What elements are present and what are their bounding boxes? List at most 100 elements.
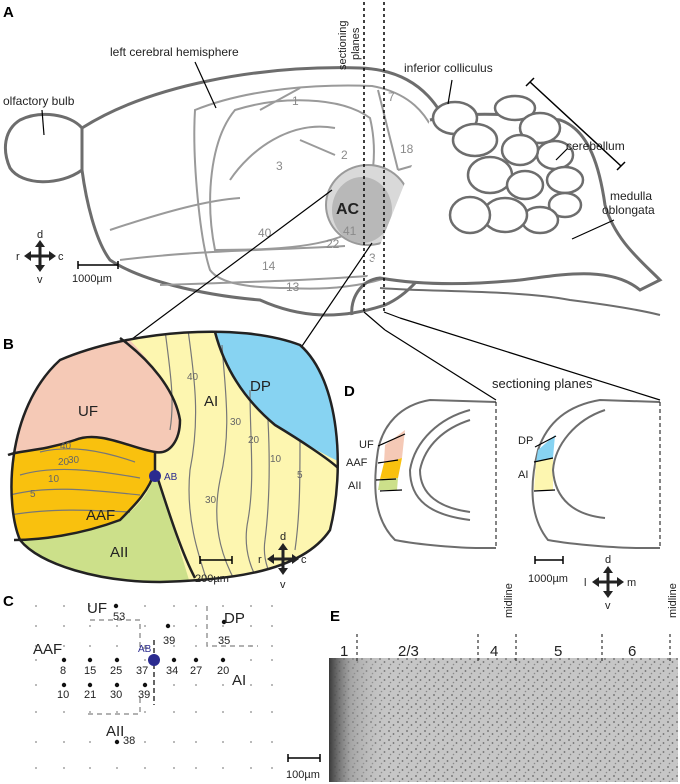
grid-point: [63, 711, 65, 713]
area-22: 22: [326, 237, 340, 251]
area-18: 18: [400, 142, 414, 156]
inferior-colliculus-label: inferior colliculus: [404, 61, 493, 75]
iso-aaf-10: 10: [48, 474, 60, 485]
scale-a-label: 1000µm: [72, 273, 112, 285]
iso-ai-30b: 30: [205, 495, 217, 506]
cerebellum-folia: [431, 94, 585, 235]
grid-point: [89, 625, 91, 627]
area-14: 14: [262, 259, 276, 273]
panel-a: A AC 1 2 3 7 18 36: [3, 2, 663, 401]
isofrequency-lines: [11, 331, 301, 582]
compass-b-d: d: [280, 531, 286, 543]
site-38: 38: [123, 735, 135, 747]
section-left-aii: [378, 478, 398, 490]
grid-point: [271, 645, 273, 647]
grid-point: [89, 605, 91, 607]
scale-e-label: 100µm: [286, 769, 320, 781]
auditory-cortex: [332, 177, 392, 243]
c-dp-label: DP: [224, 610, 245, 627]
d-aii-label: AII: [348, 480, 361, 492]
compass-b: d v r c: [258, 531, 307, 591]
site-20: 20: [217, 665, 229, 677]
grid-point: [116, 645, 118, 647]
compass-d-l: l: [584, 577, 586, 589]
ab-site-marker: [148, 654, 160, 666]
grid-point: [63, 605, 65, 607]
grid-point: [35, 711, 37, 713]
compass-arrows-icon: [28, 244, 52, 268]
compass-d-d: d: [605, 554, 611, 566]
grid-point: [173, 741, 175, 743]
scale-b-label: 200µm: [195, 573, 229, 585]
region-aii-label: AII: [110, 544, 128, 561]
grid-point: [89, 767, 91, 769]
panel-c: C 53 39 35 8: [3, 593, 273, 769]
site-30: 30: [110, 689, 122, 701]
grid-point: [271, 711, 273, 713]
grid-point: [144, 645, 146, 647]
grid-point: [144, 741, 146, 743]
section-left-aaf: [380, 458, 402, 479]
compass-d-v: v: [605, 600, 611, 612]
grid-point: [250, 711, 252, 713]
leader-lines: [41, 61, 615, 240]
sectioning-planes-lines: [363, 2, 385, 312]
c-ai-label: AI: [232, 672, 246, 689]
section-left-inner2: [418, 419, 471, 513]
grid-point: [63, 741, 65, 743]
compass-arrows-icon: [596, 570, 620, 594]
d-title: sectioning planes: [492, 376, 593, 391]
grid-point: [250, 605, 252, 607]
grid-point: [222, 605, 224, 607]
section-left-uf: [384, 430, 405, 463]
iso-aaf-5: 5: [30, 489, 36, 500]
grid-point: [116, 767, 118, 769]
grid-point: [173, 711, 175, 713]
medulla-label-2: oblongata: [602, 203, 655, 217]
grid-point: [195, 741, 197, 743]
compass-a: d v r c: [16, 229, 64, 286]
grid-point: [222, 741, 224, 743]
hemisphere-label: left cerebral hemisphere: [110, 45, 239, 59]
grid-point: [222, 767, 224, 769]
grid-point: [35, 625, 37, 627]
scale-d-label: 1000µm: [528, 573, 568, 585]
grid-point: [173, 767, 175, 769]
grid-point: [116, 625, 118, 627]
scale-bar-d: 1000µm: [528, 556, 568, 585]
spinal-cord: [379, 287, 661, 316]
region-uf-label: UF: [78, 403, 98, 420]
scale-bar-b: 200µm: [195, 556, 233, 585]
area-1: 1: [292, 94, 299, 108]
c-aaf-label: AAF: [33, 641, 62, 658]
grid-point: [250, 659, 252, 661]
grid-point: [271, 625, 273, 627]
grid-point: [89, 645, 91, 647]
grid-point: [250, 741, 252, 743]
grid-point: [250, 767, 252, 769]
panel-e: E 1 2/3 4 5 6 100µm: [286, 608, 678, 782]
site-25: 25: [110, 665, 122, 677]
section-left-inner: [408, 409, 471, 521]
grid-point: [271, 659, 273, 661]
scale-bar-a: 1000µm: [72, 261, 119, 285]
grid-point: [195, 645, 197, 647]
compass-a-v: v: [37, 274, 43, 286]
grid-point: [250, 625, 252, 627]
grid-point: [63, 625, 65, 627]
grid-point: [222, 684, 224, 686]
compass-b-v: v: [280, 579, 286, 591]
compass-d-m: m: [627, 577, 636, 589]
grid-point: [35, 645, 37, 647]
iso-ai-5: 5: [297, 470, 303, 481]
grid-point: [89, 741, 91, 743]
grid-point: [195, 767, 197, 769]
site-34: 34: [166, 665, 178, 677]
layer-4: 4: [490, 643, 498, 660]
compass-arrows-icon: [271, 547, 295, 571]
medulla-label-1: medulla: [610, 189, 652, 203]
d-ai-label: AI: [518, 469, 528, 481]
region-boundaries: [88, 606, 258, 715]
site-8: 8: [60, 665, 66, 677]
ab-label: AB: [164, 472, 178, 483]
